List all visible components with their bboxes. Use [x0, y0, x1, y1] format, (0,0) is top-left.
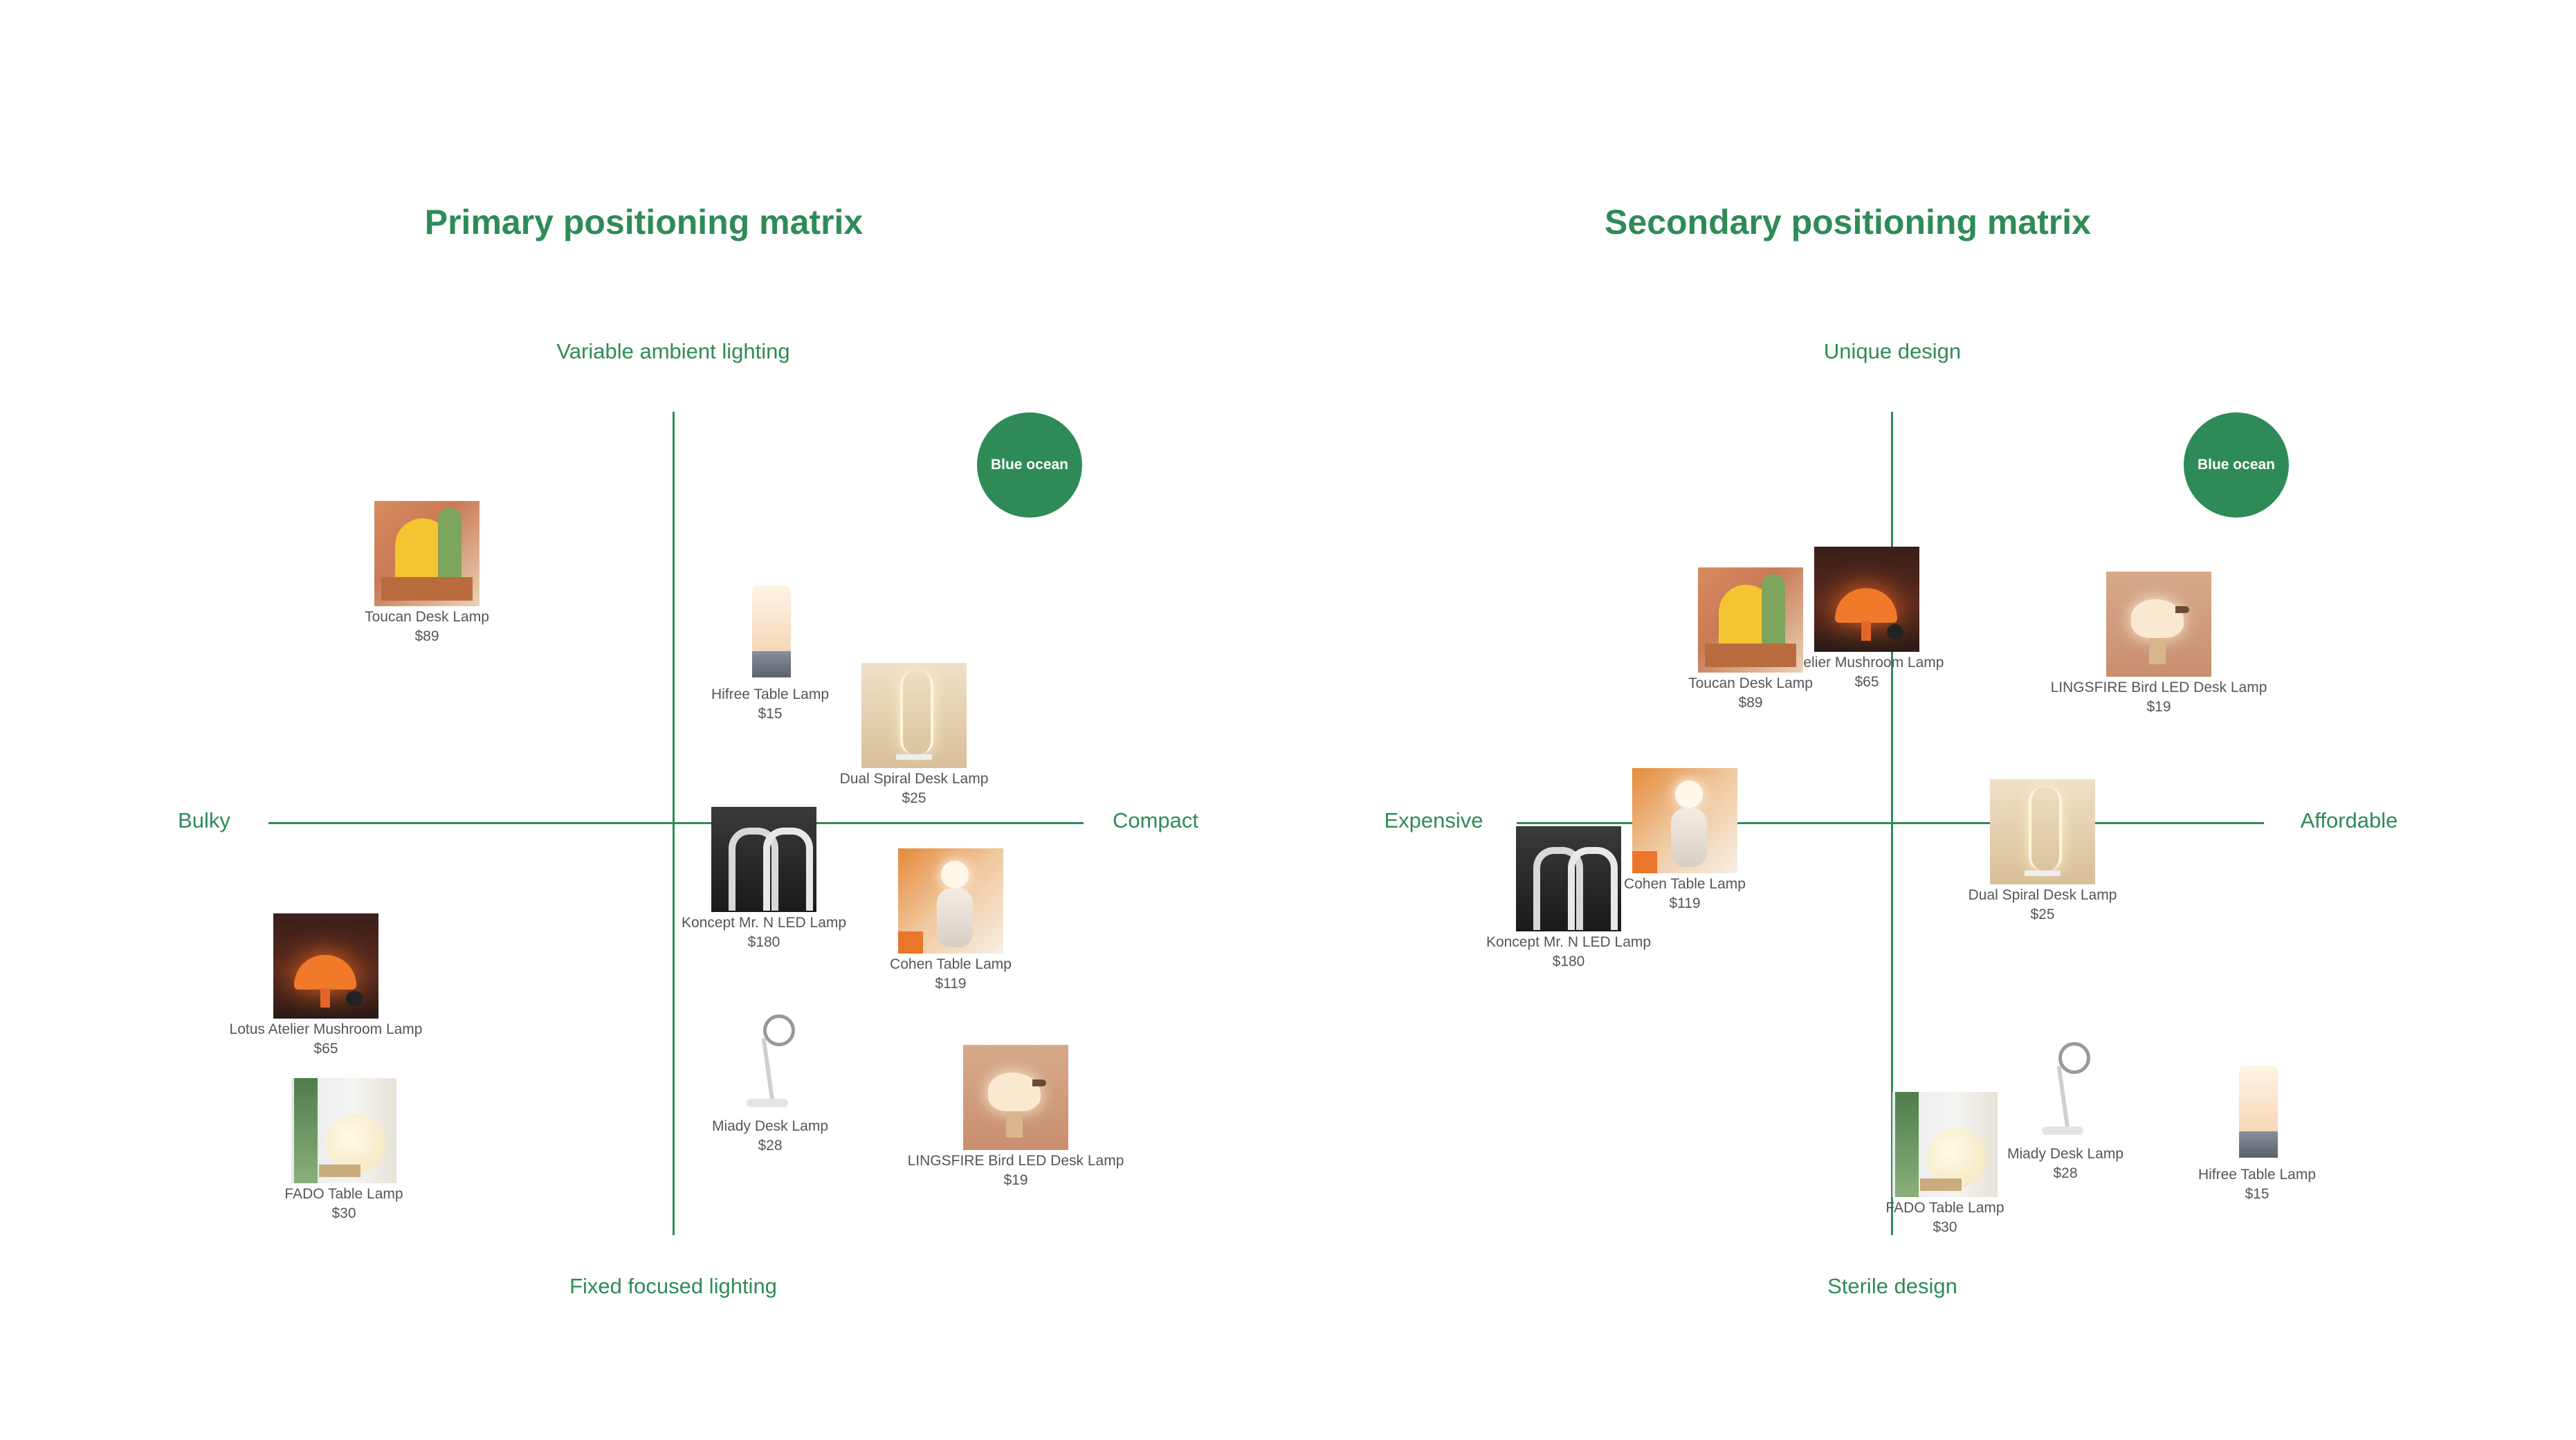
- product-card: Cohen Table Lamp $119: [833, 848, 1068, 994]
- product-card: Koncept Mr. N LED Lamp $180: [646, 807, 881, 952]
- axis-label-top: Unique design: [1823, 339, 1962, 363]
- product-name: FADO Table Lamp: [284, 1186, 403, 1202]
- product-price: $25: [902, 790, 926, 806]
- product-card: FADO Table Lamp $30: [1827, 1092, 2063, 1237]
- axis-label-bottom: Sterile design: [1827, 1274, 1957, 1298]
- product-card: Lotus Atelier Mushroom Lamp $65: [208, 913, 444, 1059]
- product-price: $25: [2030, 906, 2055, 922]
- product-name: Dual Spiral Desk Lamp: [1968, 887, 2117, 903]
- horizontal-axis: [268, 822, 1084, 824]
- product-name: Koncept Mr. N LED Lamp: [1486, 934, 1652, 950]
- product-card: Cohen Table Lamp $119: [1567, 768, 1802, 913]
- product-price: $28: [758, 1138, 783, 1154]
- mushroom-lamp-image: [1814, 547, 1919, 652]
- koncept-lamp-image: [1516, 826, 1621, 931]
- cohen-lamp-image: [898, 848, 1003, 954]
- axis-label-top: Variable ambient lighting: [556, 339, 790, 363]
- product-card: LINGSFIRE Bird LED Desk Lamp $19: [898, 1045, 1133, 1190]
- spiral-lamp-image: [1990, 779, 2095, 884]
- product-price: $119: [935, 976, 967, 992]
- product-price: $65: [313, 1041, 338, 1057]
- product-name: Lotus Atelier Mushroom Lamp: [229, 1021, 423, 1037]
- product-name: FADO Table Lamp: [1885, 1200, 2004, 1216]
- product-name: Miady Desk Lamp: [711, 1118, 829, 1134]
- product-name: Hifree Table Lamp: [2198, 1167, 2317, 1183]
- product-card: Hifree Table Lamp $15: [2139, 1059, 2375, 1204]
- product-card: Miady Desk Lamp $28: [1948, 1038, 2183, 1183]
- product-card: Koncept Mr. N LED Lamp $180: [1451, 826, 1686, 972]
- primary-matrix: Primary positioning matrix Variable ambi…: [178, 203, 1199, 1298]
- product-card: Toucan Desk Lamp $89: [309, 501, 545, 646]
- matrix-title: Primary positioning matrix: [424, 203, 864, 241]
- fado-lamp-image: [1892, 1092, 1998, 1197]
- product-price: $30: [1933, 1219, 1957, 1235]
- axis-label-right: Affordable: [2300, 808, 2398, 832]
- product-card: Atelier Mushroom Lamp $65: [1749, 547, 1984, 692]
- fado-lamp-image: [291, 1078, 396, 1183]
- product-price: $15: [2245, 1186, 2269, 1202]
- product-name: LINGSFIRE Bird LED Desk Lamp: [907, 1153, 1124, 1169]
- blue-ocean-badge: Blue ocean: [2184, 412, 2289, 518]
- product-price: $119: [1669, 895, 1701, 911]
- matrix-title: Secondary positioning matrix: [1605, 203, 2091, 241]
- hifree-lamp-image: [718, 578, 823, 684]
- product-card: Toucan Desk Lamp $89: [1633, 567, 1868, 713]
- product-name: Cohen Table Lamp: [1624, 876, 1746, 892]
- product-name: Hifree Table Lamp: [711, 686, 830, 702]
- product-name: Toucan Desk Lamp: [365, 609, 489, 625]
- bird-lamp-image: [2106, 572, 2211, 677]
- product-price: $28: [2053, 1165, 2078, 1181]
- toucan-lamp-image: [374, 501, 479, 606]
- product-price: $15: [758, 706, 783, 722]
- axis-label-right: Compact: [1112, 808, 1199, 832]
- product-price: $89: [1738, 695, 1763, 711]
- product-price: $19: [1003, 1172, 1028, 1188]
- axis-label-left: Expensive: [1384, 808, 1483, 832]
- product-price: $180: [1552, 954, 1585, 969]
- product-card: Dual Spiral Desk Lamp $25: [1925, 779, 2160, 924]
- product-name: Atelier Mushroom Lamp: [1789, 655, 1944, 671]
- product-name: Koncept Mr. N LED Lamp: [681, 915, 847, 931]
- product-price: $65: [1854, 674, 1879, 690]
- product-name: Toucan Desk Lamp: [1688, 675, 1813, 691]
- product-price: $19: [2146, 699, 2171, 715]
- product-name: LINGSFIRE Bird LED Desk Lamp: [2050, 680, 2267, 695]
- product-name: Miady Desk Lamp: [2007, 1146, 2124, 1162]
- hifree-lamp-image: [2204, 1059, 2310, 1164]
- product-price: $180: [747, 934, 780, 950]
- bird-lamp-image: [963, 1045, 1068, 1150]
- axis-label-bottom: Fixed focused lighting: [569, 1274, 777, 1298]
- product-card: Hifree Table Lamp $15: [652, 578, 888, 724]
- product-card: FADO Table Lamp $30: [226, 1078, 462, 1223]
- blue-ocean-badge: Blue ocean: [977, 412, 1082, 518]
- axis-label-left: Bulky: [178, 808, 230, 832]
- mushroom-lamp-image: [273, 913, 378, 1019]
- product-price: $30: [331, 1205, 356, 1221]
- spiral-lamp-image: [861, 663, 967, 768]
- product-name: Cohen Table Lamp: [890, 956, 1012, 972]
- miady-lamp-image: [718, 1010, 823, 1115]
- product-name: Dual Spiral Desk Lamp: [839, 771, 989, 787]
- miady-lamp-image: [2013, 1038, 2118, 1143]
- toucan-lamp-image: [1698, 567, 1803, 673]
- horizontal-axis: [1517, 822, 2264, 824]
- product-card: Dual Spiral Desk Lamp $25: [796, 663, 1032, 808]
- secondary-matrix: Secondary positioning matrix Unique desi…: [1288, 0, 2576, 1440]
- koncept-lamp-image: [711, 807, 816, 912]
- product-card: Miady Desk Lamp $28: [652, 1010, 888, 1156]
- product-card: LINGSFIRE Bird LED Desk Lamp $19: [2041, 572, 2276, 717]
- cohen-lamp-image: [1632, 768, 1737, 873]
- product-price: $89: [414, 628, 439, 644]
